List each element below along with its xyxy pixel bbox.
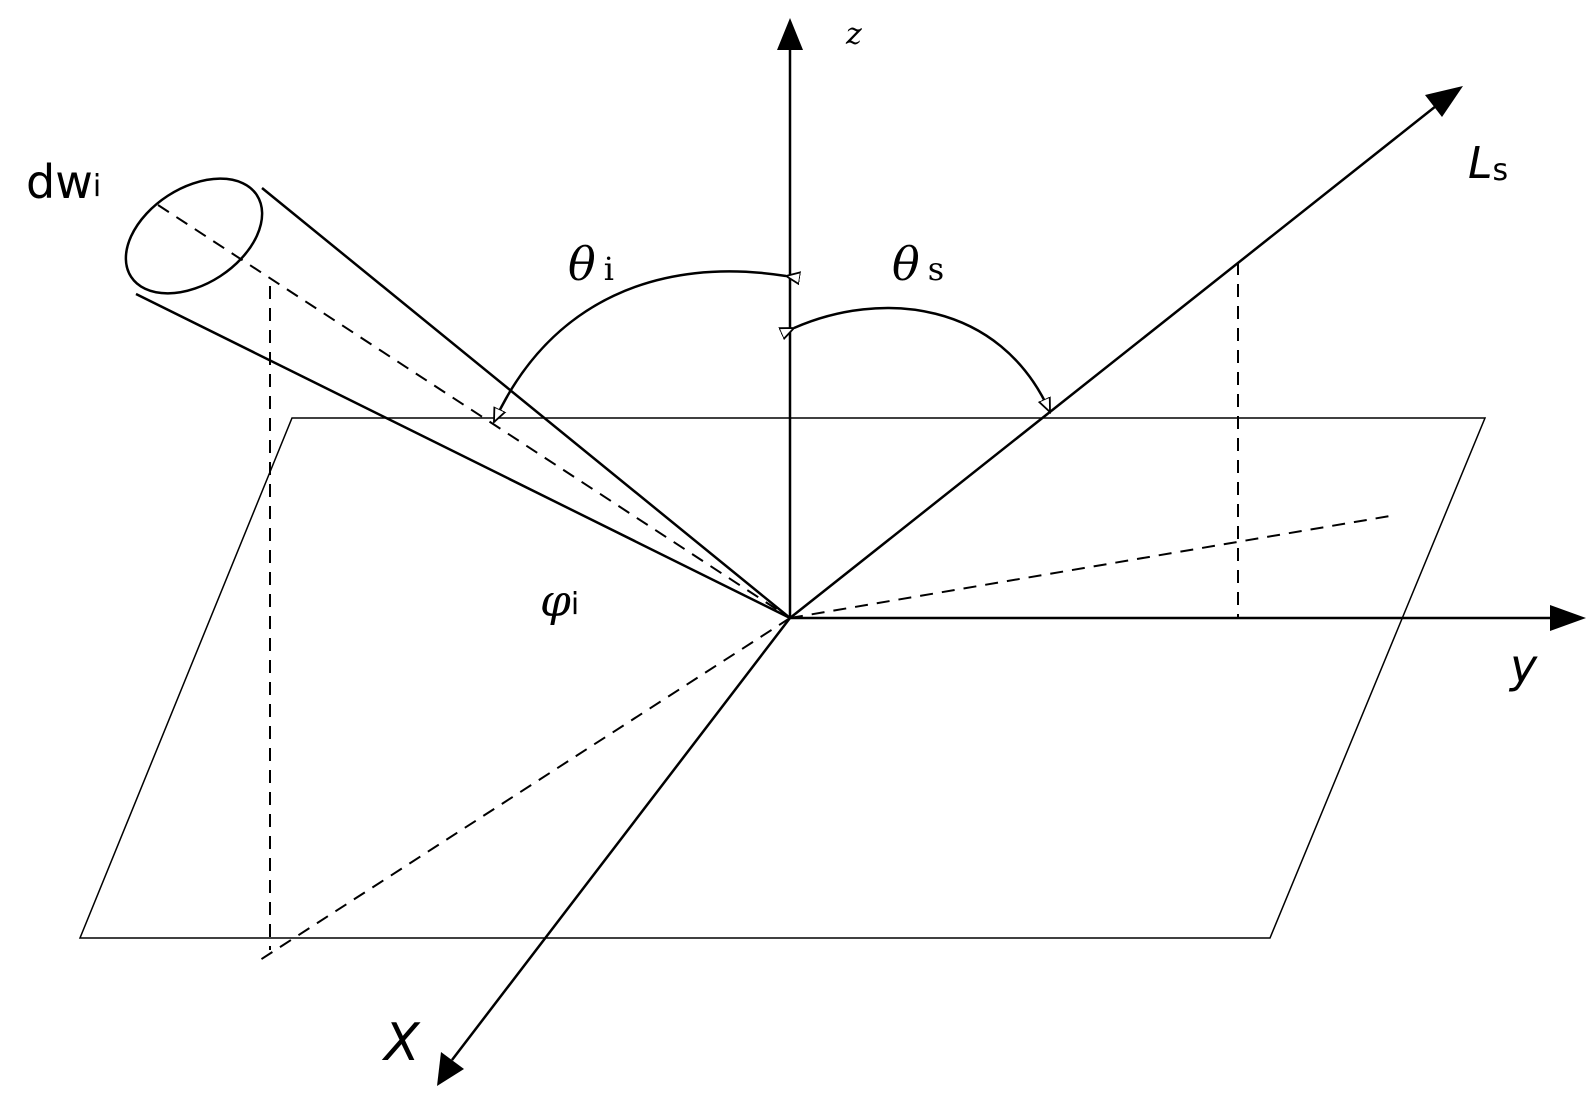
solid-angle-label: dwi (26, 155, 101, 209)
x-axis-arrowhead (437, 1052, 464, 1086)
reflected-ray-label: Ls (1468, 138, 1508, 189)
solid-angle-cone-end (124, 177, 264, 295)
cone-axis-dashed (157, 204, 791, 619)
x-axis-label: X (381, 1013, 421, 1073)
z-axis-arrowhead (777, 18, 803, 50)
theta-s-arc (794, 306, 1052, 412)
phi-i-label: φi (540, 576, 579, 627)
reflected-projection-dashed (789, 515, 1391, 619)
incident-projection-dashed (259, 617, 791, 961)
y-axis-arrowhead (1550, 605, 1586, 631)
surface-plane (78, 417, 1487, 939)
reflected-ray-line (789, 105, 1437, 619)
z-axis-label: z (845, 17, 862, 52)
theta-i-arc (492, 270, 786, 422)
y-axis-label: y (1508, 639, 1538, 693)
x-axis-line (451, 617, 791, 1061)
cone-lower-edge (135, 292, 791, 620)
reflected-ray-arrowhead (1425, 86, 1463, 117)
cone-upper-edge (261, 187, 791, 619)
